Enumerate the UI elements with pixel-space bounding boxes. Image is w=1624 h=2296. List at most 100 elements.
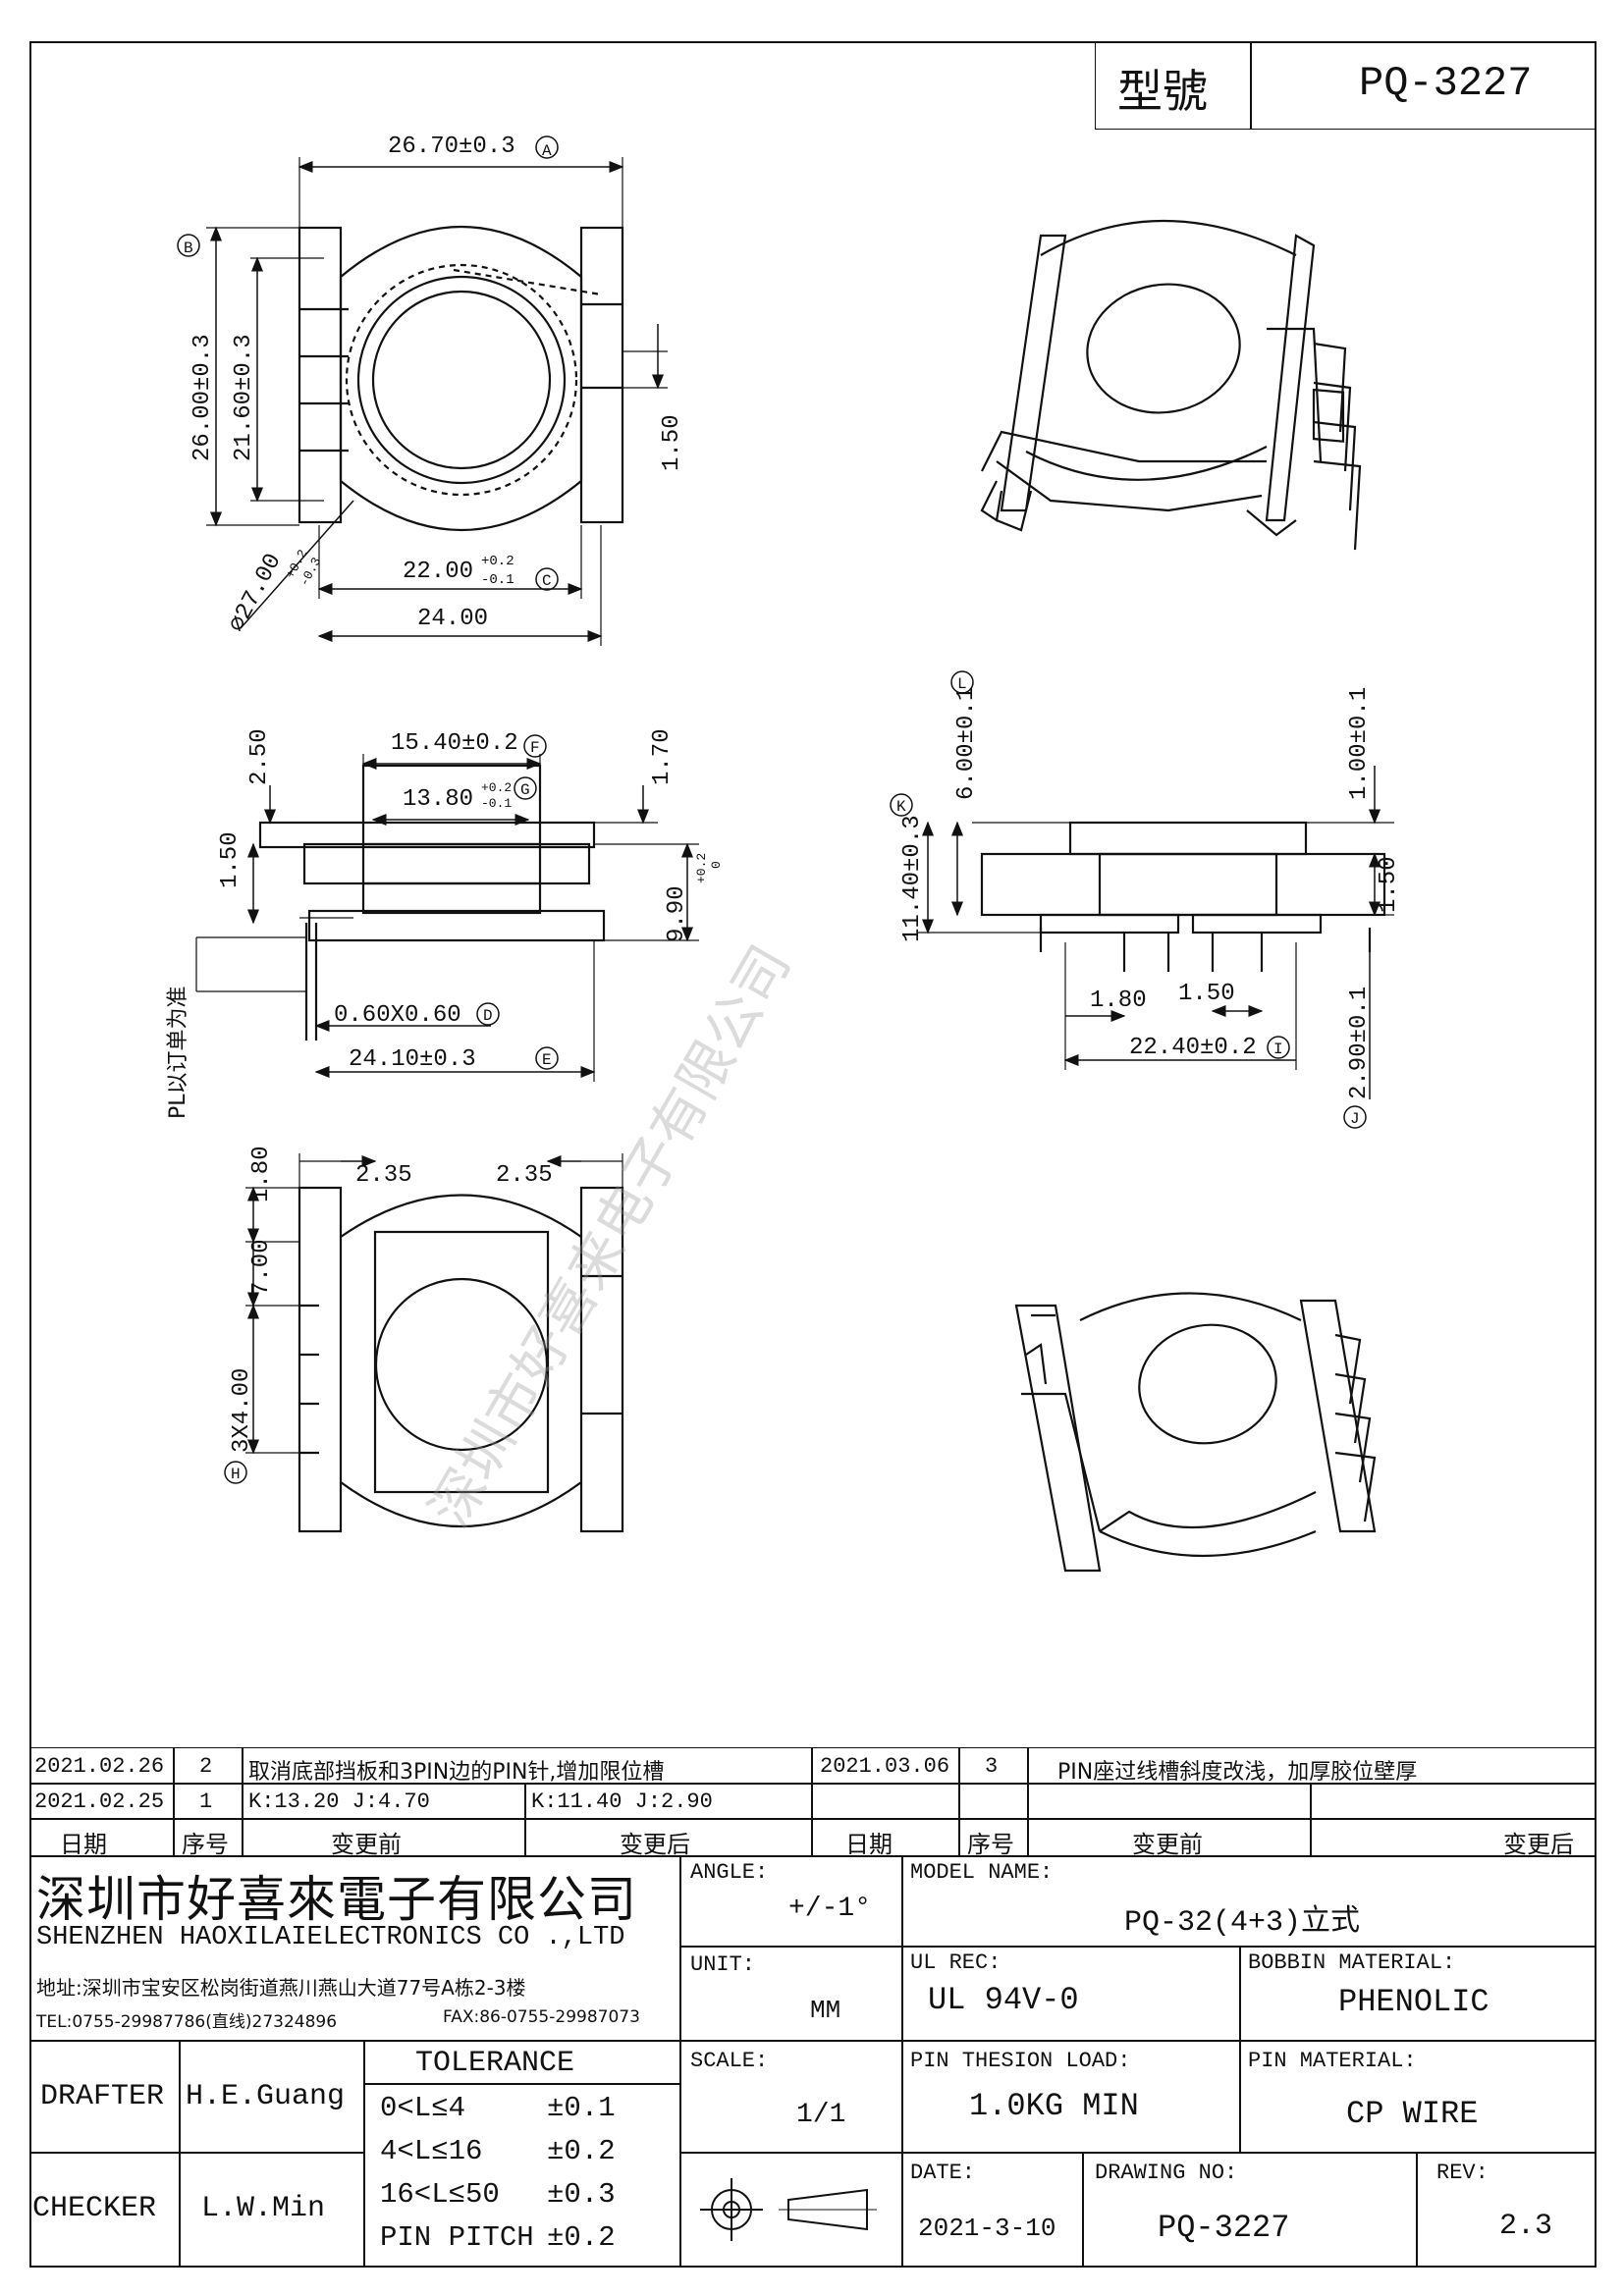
rev-before-2: PIN座过线槽斜度改浅，加厚胶位壁厚 bbox=[1057, 1760, 1418, 1785]
pin-material-value: CP WIRE bbox=[1346, 2096, 1479, 2132]
dim-height-inner: 21.60±0.3 bbox=[231, 334, 257, 461]
hdr-before-2: 变更前 bbox=[1132, 1831, 1203, 1858]
dim-1140: 11.40±0.3 bbox=[899, 815, 926, 942]
rev-no-1: 2 bbox=[199, 1754, 213, 1779]
title-value: PQ-3227 bbox=[1359, 60, 1533, 107]
title-label-cell: 型號 bbox=[1095, 41, 1252, 130]
ref-k: K bbox=[896, 798, 906, 816]
bottom-view bbox=[224, 1153, 624, 1533]
ref-a: A bbox=[542, 142, 552, 160]
rev-value: 2.3 bbox=[1499, 2210, 1553, 2243]
load-value: 1.0KG MIN bbox=[969, 2088, 1139, 2124]
date-label: DATE: bbox=[910, 2161, 976, 2185]
ref-b: B bbox=[184, 240, 193, 257]
dim-core-w: 13.80 bbox=[403, 786, 473, 813]
drafter-label: DRAFTER bbox=[40, 2080, 165, 2113]
unit-value: MM bbox=[810, 1996, 841, 2025]
drawing-no-value: PQ-3227 bbox=[1158, 2210, 1290, 2246]
ref-j: J bbox=[1350, 1110, 1360, 1128]
bobbin-value: PHENOLIC bbox=[1338, 1984, 1489, 2020]
tol-value-4: ±0.2 bbox=[547, 2221, 616, 2254]
company-name-cn: 深圳市好喜來電子有限公司 bbox=[36, 1871, 637, 1928]
pl-note: PL以订单为准 bbox=[166, 986, 190, 1119]
rev-date-1: 2021.02.26 bbox=[34, 1754, 165, 1779]
rev-date-2: 2021.03.06 bbox=[820, 1754, 950, 1779]
dim-base-width: 24.00 bbox=[417, 606, 488, 632]
checker-name: L.W.Min bbox=[201, 2192, 326, 2225]
dim-150a: 1.50 bbox=[217, 831, 244, 888]
ref-d: D bbox=[483, 1007, 493, 1025]
dim-inner-width-dn: -0.1 bbox=[481, 572, 514, 588]
dim-290: 2.90±0.1 bbox=[1346, 987, 1373, 1099]
hdr-date-1: 日期 bbox=[60, 1831, 107, 1858]
projection-symbol-cell bbox=[679, 2152, 903, 2268]
dim-180b: 1.80 bbox=[248, 1146, 275, 1202]
drawing-no-label: DRAWING NO: bbox=[1095, 2161, 1238, 2185]
tol-range-2: 4<L≤16 bbox=[380, 2135, 483, 2167]
tolerance-table: 0<L≤4 ±0.1 4<L≤16 ±0.2 16<L≤50 ±0.3 PIN … bbox=[363, 2083, 681, 2268]
ref-l: L bbox=[957, 675, 967, 693]
dim-170: 1.70 bbox=[649, 728, 676, 785]
rev-date-3: 2021.02.25 bbox=[34, 1789, 165, 1814]
date-value: 2021-3-10 bbox=[918, 2214, 1056, 2243]
ul-label: UL REC: bbox=[910, 1950, 1001, 1975]
tol-range-4: PIN PITCH bbox=[380, 2221, 534, 2254]
model-value: PQ-32(4+3)立式 bbox=[1124, 1906, 1361, 1940]
dim-2240: 22.40±0.2 bbox=[1129, 1035, 1257, 1061]
hdr-date-2: 日期 bbox=[845, 1831, 893, 1858]
dim-600: 6.00±0.1 bbox=[953, 687, 980, 800]
dim-inner-width: 22.00 bbox=[403, 559, 473, 585]
tol-value-3: ±0.3 bbox=[547, 2178, 616, 2211]
dim-990: 9.90 bbox=[664, 885, 690, 942]
hdr-no-2: 序号 bbox=[967, 1831, 1014, 1858]
iso-view-1 bbox=[980, 220, 1362, 551]
hdr-before-1: 变更前 bbox=[331, 1831, 402, 1858]
checker-label: CHECKER bbox=[32, 2192, 157, 2225]
dim-150c: 1.50 bbox=[1178, 981, 1235, 1007]
company-cell: 深圳市好喜來電子有限公司 SHENZHEN HAOXILAIELECTRONIC… bbox=[29, 1855, 681, 2042]
pin-material-label: PIN MATERIAL: bbox=[1248, 2049, 1417, 2073]
rev-no-2: 3 bbox=[985, 1754, 999, 1779]
dim-top-width: 26.70±0.3 bbox=[388, 133, 515, 160]
front-view bbox=[195, 734, 699, 1082]
top-view bbox=[177, 135, 668, 646]
rev-no-3: 1 bbox=[199, 1789, 213, 1814]
dim-core-w-dn: -0.1 bbox=[481, 796, 512, 811]
rev-after-3: K:11.40 J:2.90 bbox=[531, 1789, 713, 1814]
ref-g: G bbox=[520, 781, 530, 799]
company-fax: FAX:86-0755-29987073 bbox=[443, 2007, 640, 2027]
model-label: MODEL NAME: bbox=[910, 1860, 1054, 1885]
dim-pin-size: 0.60X0.60 bbox=[334, 1002, 461, 1029]
dim-990-dn: 0 bbox=[709, 861, 724, 869]
ref-i: I bbox=[1273, 1041, 1283, 1058]
dim-150b: 1.50 bbox=[1376, 856, 1402, 913]
dim-inner-width-up: +0.2 bbox=[481, 554, 514, 569]
rev-before-3: K:13.20 J:4.70 bbox=[248, 1789, 430, 1814]
dim-pitch-side: 1.50 bbox=[659, 414, 685, 471]
dim-180: 1.80 bbox=[1090, 988, 1147, 1014]
dim-diameter: ⌀27.00 bbox=[224, 550, 287, 637]
scale-label: SCALE: bbox=[690, 2049, 769, 2073]
title-label: 型號 bbox=[1117, 65, 1208, 118]
bobbin-label: BOBBIN MATERIAL: bbox=[1248, 1950, 1456, 1975]
hdr-after-1: 变更后 bbox=[620, 1831, 690, 1858]
company-tel: TEL:0755-29987786(直线)27324896 bbox=[36, 2012, 338, 2032]
third-angle-projection-icon bbox=[700, 2178, 877, 2241]
dim-235a: 2.35 bbox=[355, 1162, 412, 1189]
drafter-name: H.E.Guang bbox=[186, 2080, 346, 2113]
ul-value: UL 94V-0 bbox=[928, 1982, 1079, 2018]
title-value-cell: PQ-3227 bbox=[1250, 41, 1597, 130]
dim-235b: 2.35 bbox=[496, 1162, 553, 1189]
tol-range-3: 16<L≤50 bbox=[380, 2178, 500, 2211]
scale-value: 1/1 bbox=[796, 2100, 846, 2130]
load-label: PIN THESION LOAD: bbox=[910, 2049, 1131, 2073]
dim-700: 7.00 bbox=[248, 1239, 275, 1296]
ref-c: C bbox=[542, 572, 552, 590]
angle-label: ANGLE: bbox=[690, 1860, 769, 1885]
ref-h: H bbox=[231, 1466, 241, 1483]
unit-label: UNIT: bbox=[690, 1952, 756, 1977]
dim-core-w-up: +0.2 bbox=[481, 780, 512, 795]
dim-990-up: +0.2 bbox=[694, 853, 709, 883]
dim-250: 2.50 bbox=[246, 728, 273, 785]
company-name-en: SHENZHEN HAOXILAIELECTRONICS CO .,LTD bbox=[36, 1923, 625, 1952]
